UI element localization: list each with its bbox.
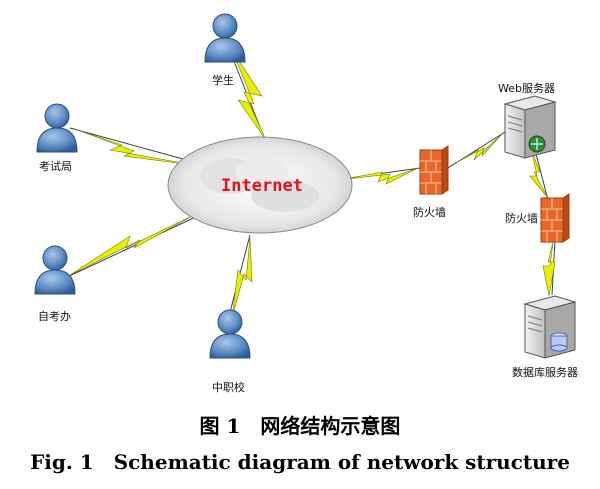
db-server-label: 数据库服务器: [512, 366, 578, 379]
firewall-1-label: 防火墙: [413, 206, 446, 219]
caption-cn: 图 1 网络结构示意图: [199, 414, 401, 438]
firewall-2-label: 防火墙: [505, 212, 538, 225]
web-server-label: Web服务器: [498, 82, 555, 95]
self-exam-office-label: 自考办: [38, 310, 71, 323]
web-server-icon: [503, 95, 557, 159]
user-self-exam-office-icon: [34, 245, 76, 295]
caption-en: Fig. 1 Schematic diagram of network stru…: [30, 450, 570, 474]
exam-bureau-label: 考试局: [39, 160, 72, 173]
user-student-icon: [204, 13, 246, 63]
internet-cloud: [167, 136, 353, 234]
database-server-icon: [523, 295, 577, 359]
firewall-2-icon: [540, 193, 570, 243]
user-vocational-school-icon: [209, 309, 251, 359]
firewall-1-icon: [419, 145, 449, 195]
vocational-school-label: 中职校: [212, 381, 245, 394]
student-label: 学生: [212, 74, 234, 87]
internet-label: Internet: [221, 176, 303, 196]
